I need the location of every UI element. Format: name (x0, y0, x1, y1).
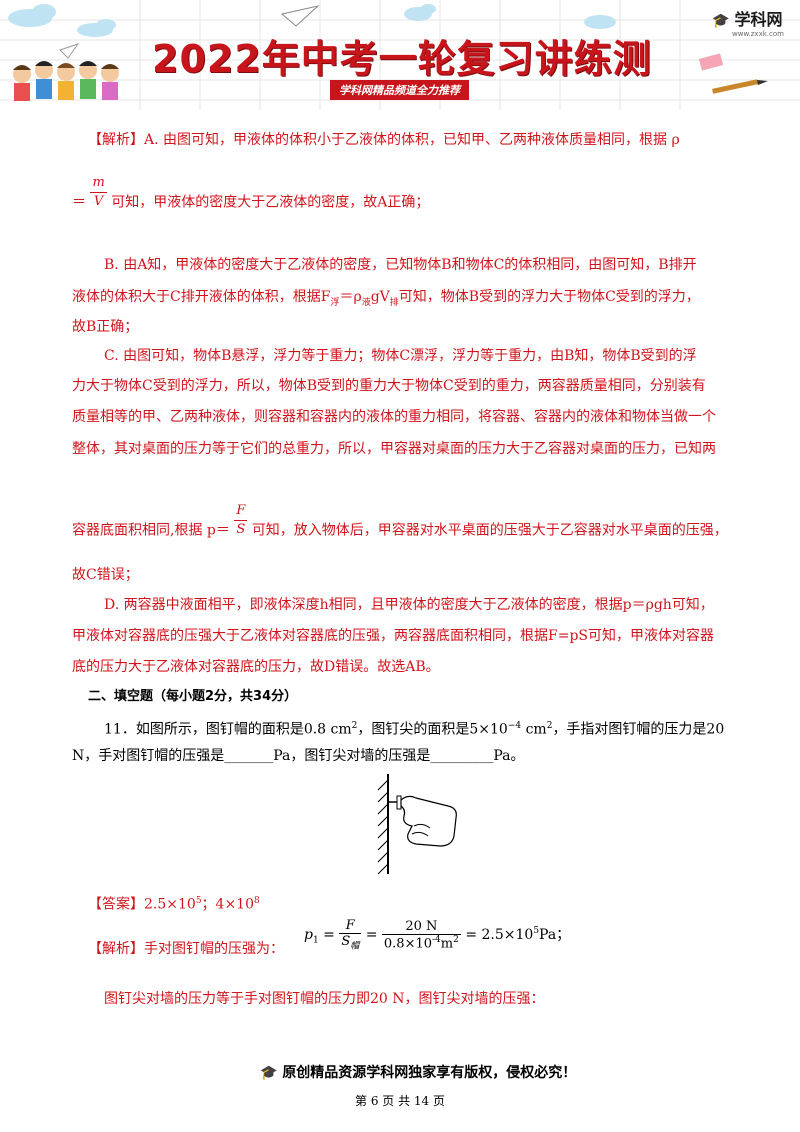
mortarboard-icon: 🎓 (712, 13, 730, 29)
analysis-c-line6: 故C错误； (72, 567, 139, 583)
pressure-equation: p1 = F S帽 = 20 N 0.8×10-4m2 = 2.5×105Pa； (304, 918, 571, 952)
analysis-b-line1: B. 由A知，甲液体的密度大于乙液体的密度，已知物体B和物体C的体积相同，由图可… (104, 257, 697, 273)
mascot-icon: 🎓 (260, 1065, 278, 1081)
equation-fraction-1: F S帽 (339, 918, 362, 952)
page-number: 第 6 页 共 14 页 (355, 1094, 445, 1108)
analysis-2-line1: 【解析】手对图钉帽的压强为： (88, 941, 284, 957)
banner-subtitle: 学科网精品频道全力推荐 (330, 80, 469, 100)
analysis-d-line3: 底的压力大于乙液体对容器底的压力，故D错误。故选AB。 (72, 659, 440, 675)
analysis-tag: 【解析】 (88, 941, 144, 957)
density-formula-fraction: m V (90, 175, 107, 209)
thumbtack-hand-figure (377, 774, 457, 875)
analysis-2-line2: 图钉尖对墙的压力等于手对图钉帽的压力即20 N，图钉尖对墙的压强： (104, 991, 545, 1007)
analysis-c-line2: 力大于物体C受到的浮力，所以，物体B受到的重力大于物体C受到的重力，两容器质量相… (72, 378, 706, 394)
analysis-b-line2: 液体的体积大于C排开液体的体积，根据F浮＝ρ液gV排可知，物体B受到的浮力大于物… (72, 289, 700, 308)
banner-title: 2022年中考一轮复习讲练测 (152, 37, 652, 81)
question-11-line2: N，手对图钉帽的压强是_______Pa，图钉尖对墙的压强是_________P… (72, 748, 525, 764)
analysis-c-line3: 质量相等的甲、乙两种液体，则容器和容器内的液体的重力相同，将容器、容器内的液体和… (72, 409, 716, 425)
site-logo[interactable]: 🎓 学科网 www.zxxk.com (712, 6, 784, 38)
analysis-d-line2: 甲液体对容器底的压强大于乙液体对容器底的压强，两容器底面积相同，根据F=pS可知… (72, 628, 714, 644)
kids-illustration-icon (13, 61, 119, 101)
pressure-formula-fraction: F S (234, 503, 248, 537)
analysis-a-line2: ＝ m V 可知，甲液体的密度大于乙液体的密度，故A正确； (72, 175, 430, 211)
answer-tag: 【答案】 (88, 896, 144, 913)
analysis-c-line4: 整体，其对桌面的压力等于它们的总重力，所以，甲容器对桌面的压力大于乙容器对桌面的… (72, 441, 716, 457)
equation-fraction-2: 20 N 0.8×10-4m2 (381, 918, 461, 951)
section-heading: 二、填空题（每小题2分，共34分） (88, 689, 298, 704)
analysis-d-line1: D. 两容器中液面相平，即液体深度h相同，且甲液体的密度大于乙液体的密度，根据p… (104, 597, 714, 613)
header-banner: 2022年中考一轮复习讲练测 学科网精品频道全力推荐 🎓 学科网 www.zxx… (0, 0, 800, 110)
banner-decoration (0, 0, 800, 110)
analysis-a-line1: 【解析】A. 由图可知，甲液体的体积小于乙液体的体积，已知甲、乙两种液体质量相同… (88, 132, 680, 148)
logo-text: 学科网 (734, 10, 783, 29)
analysis-tag: 【解析】 (88, 132, 144, 148)
copyright-notice: 🎓 原创精品资源学科网独家享有版权，侵权必究！ (260, 1065, 577, 1081)
analysis-b-line3: 故B正确； (72, 319, 139, 335)
question-11-line1: 11．如图所示，图钉帽的面积是0.8 cm2，图钉尖的面积是5×10−4 cm2… (104, 721, 725, 738)
logo-url: www.zxxk.com (732, 30, 784, 38)
answer-line: 【答案】2.5×105；4×108 (88, 896, 260, 913)
analysis-c-line5: 容器底面积相同,根据 p＝ F S 可知，放入物体后，甲容器对水平桌面的压强大于… (72, 503, 728, 539)
analysis-c-line1: C. 由图可知，物体B悬浮，浮力等于重力；物体C漂浮，浮力等于重力，由B知，物体… (104, 348, 697, 364)
